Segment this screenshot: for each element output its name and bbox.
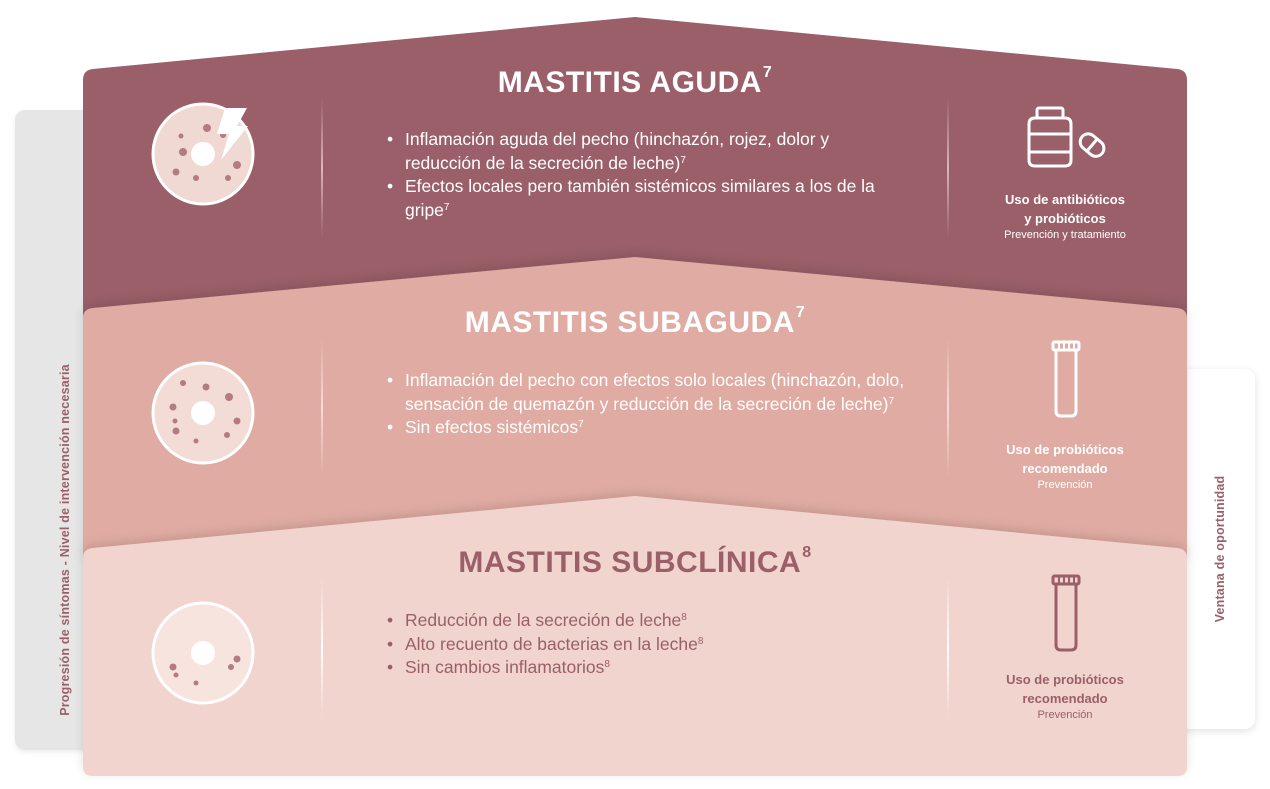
- probiotic-tube-icon: [1051, 340, 1081, 418]
- tier-subaguda-treatment-sub: Prevención: [1037, 479, 1093, 491]
- tier-aguda-treatment-line1: Uso de antibióticos: [1005, 192, 1125, 207]
- tier-aguda-divider-right: [947, 98, 949, 238]
- tier-subclinica: MASTITIS SUBCLÍNICA8 Reducción de la sec…: [83, 0, 1187, 776]
- tier-subaguda-title-text: MASTITIS SUBAGUDA: [464, 306, 795, 339]
- tier-aguda-bullets: Inflamación aguda del pecho (hinchazón, …: [385, 128, 905, 222]
- tier-subaguda-divider-left: [321, 338, 323, 478]
- tier-subaguda-divider-right: [947, 338, 949, 478]
- tier-aguda-title-ref: 7: [762, 64, 773, 81]
- tier-subclinica-treatment-line2: recomendado: [1022, 691, 1108, 706]
- list-item: Inflamación aguda del pecho (hinchazón, …: [385, 128, 905, 175]
- tier-aguda-treatment-sub: Prevención y tratamiento: [1004, 229, 1126, 241]
- tier-subclinica-title-ref: 8: [802, 544, 812, 561]
- tier-subaguda-treatment-line1: Uso de probióticos: [1006, 442, 1124, 457]
- tier-subaguda-bullets: Inflamación del pecho con efectos solo l…: [385, 369, 905, 440]
- tier-aguda-treatment: Uso de antibióticos y probióticos Preven…: [943, 190, 1187, 243]
- tier-subaguda: MASTITIS SUBAGUDA7 Inflamación del pecho…: [83, 0, 1187, 560]
- petri-dish-icon: [151, 601, 255, 705]
- tier-subclinica-treatment-line1: Uso de probióticos: [1006, 672, 1124, 687]
- tier-aguda-treatment-line2: y probióticos: [1024, 211, 1106, 226]
- tier-subclinica-treatment-sub: Prevención: [1037, 709, 1093, 721]
- tier-aguda: MASTITIS AGUDA7 Inflamación aguda del pe…: [83, 0, 1187, 330]
- tier-subaguda-title: MASTITIS SUBAGUDA7: [83, 304, 1187, 340]
- list-item: Inflamación del pecho con efectos solo l…: [385, 369, 905, 416]
- tier-subclinica-title-text: MASTITIS SUBCLÍNICA: [458, 546, 802, 579]
- tier-aguda-divider-left: [321, 98, 323, 238]
- tier-subaguda-treatment: Uso de probióticos recomendado Prevenció…: [943, 440, 1187, 493]
- list-item: Alto recuento de bacterias en la leche8: [385, 633, 905, 657]
- tier-subclinica-treatment: Uso de probióticos recomendado Prevenció…: [943, 670, 1187, 723]
- petri-dish-icon: [151, 361, 255, 465]
- tier-subclinica-bullets: Reducción de la secreción de leche8 Alto…: [385, 609, 905, 680]
- list-item: Sin efectos sistémicos7: [385, 416, 905, 440]
- list-item: Efectos locales pero también sistémicos …: [385, 175, 905, 222]
- pill-bottle-and-capsule-icon: [1027, 106, 1106, 168]
- lightning-bolt-icon: [217, 108, 248, 160]
- tier-aguda-title: MASTITIS AGUDA7: [83, 64, 1187, 100]
- tier-aguda-title-text: MASTITIS AGUDA: [497, 66, 762, 99]
- tier-subclinica-divider-left: [321, 578, 323, 718]
- list-item: Reducción de la secreción de leche8: [385, 609, 905, 633]
- tier-subaguda-title-ref: 7: [795, 304, 806, 321]
- list-item: Sin cambios inflamatorios8: [385, 656, 905, 680]
- tier-subclinica-title: MASTITIS SUBCLÍNICA8: [83, 544, 1187, 580]
- tier-subclinica-divider-right: [947, 578, 949, 718]
- tier-subaguda-treatment-line2: recomendado: [1022, 461, 1108, 476]
- probiotic-tube-icon: [1051, 574, 1081, 652]
